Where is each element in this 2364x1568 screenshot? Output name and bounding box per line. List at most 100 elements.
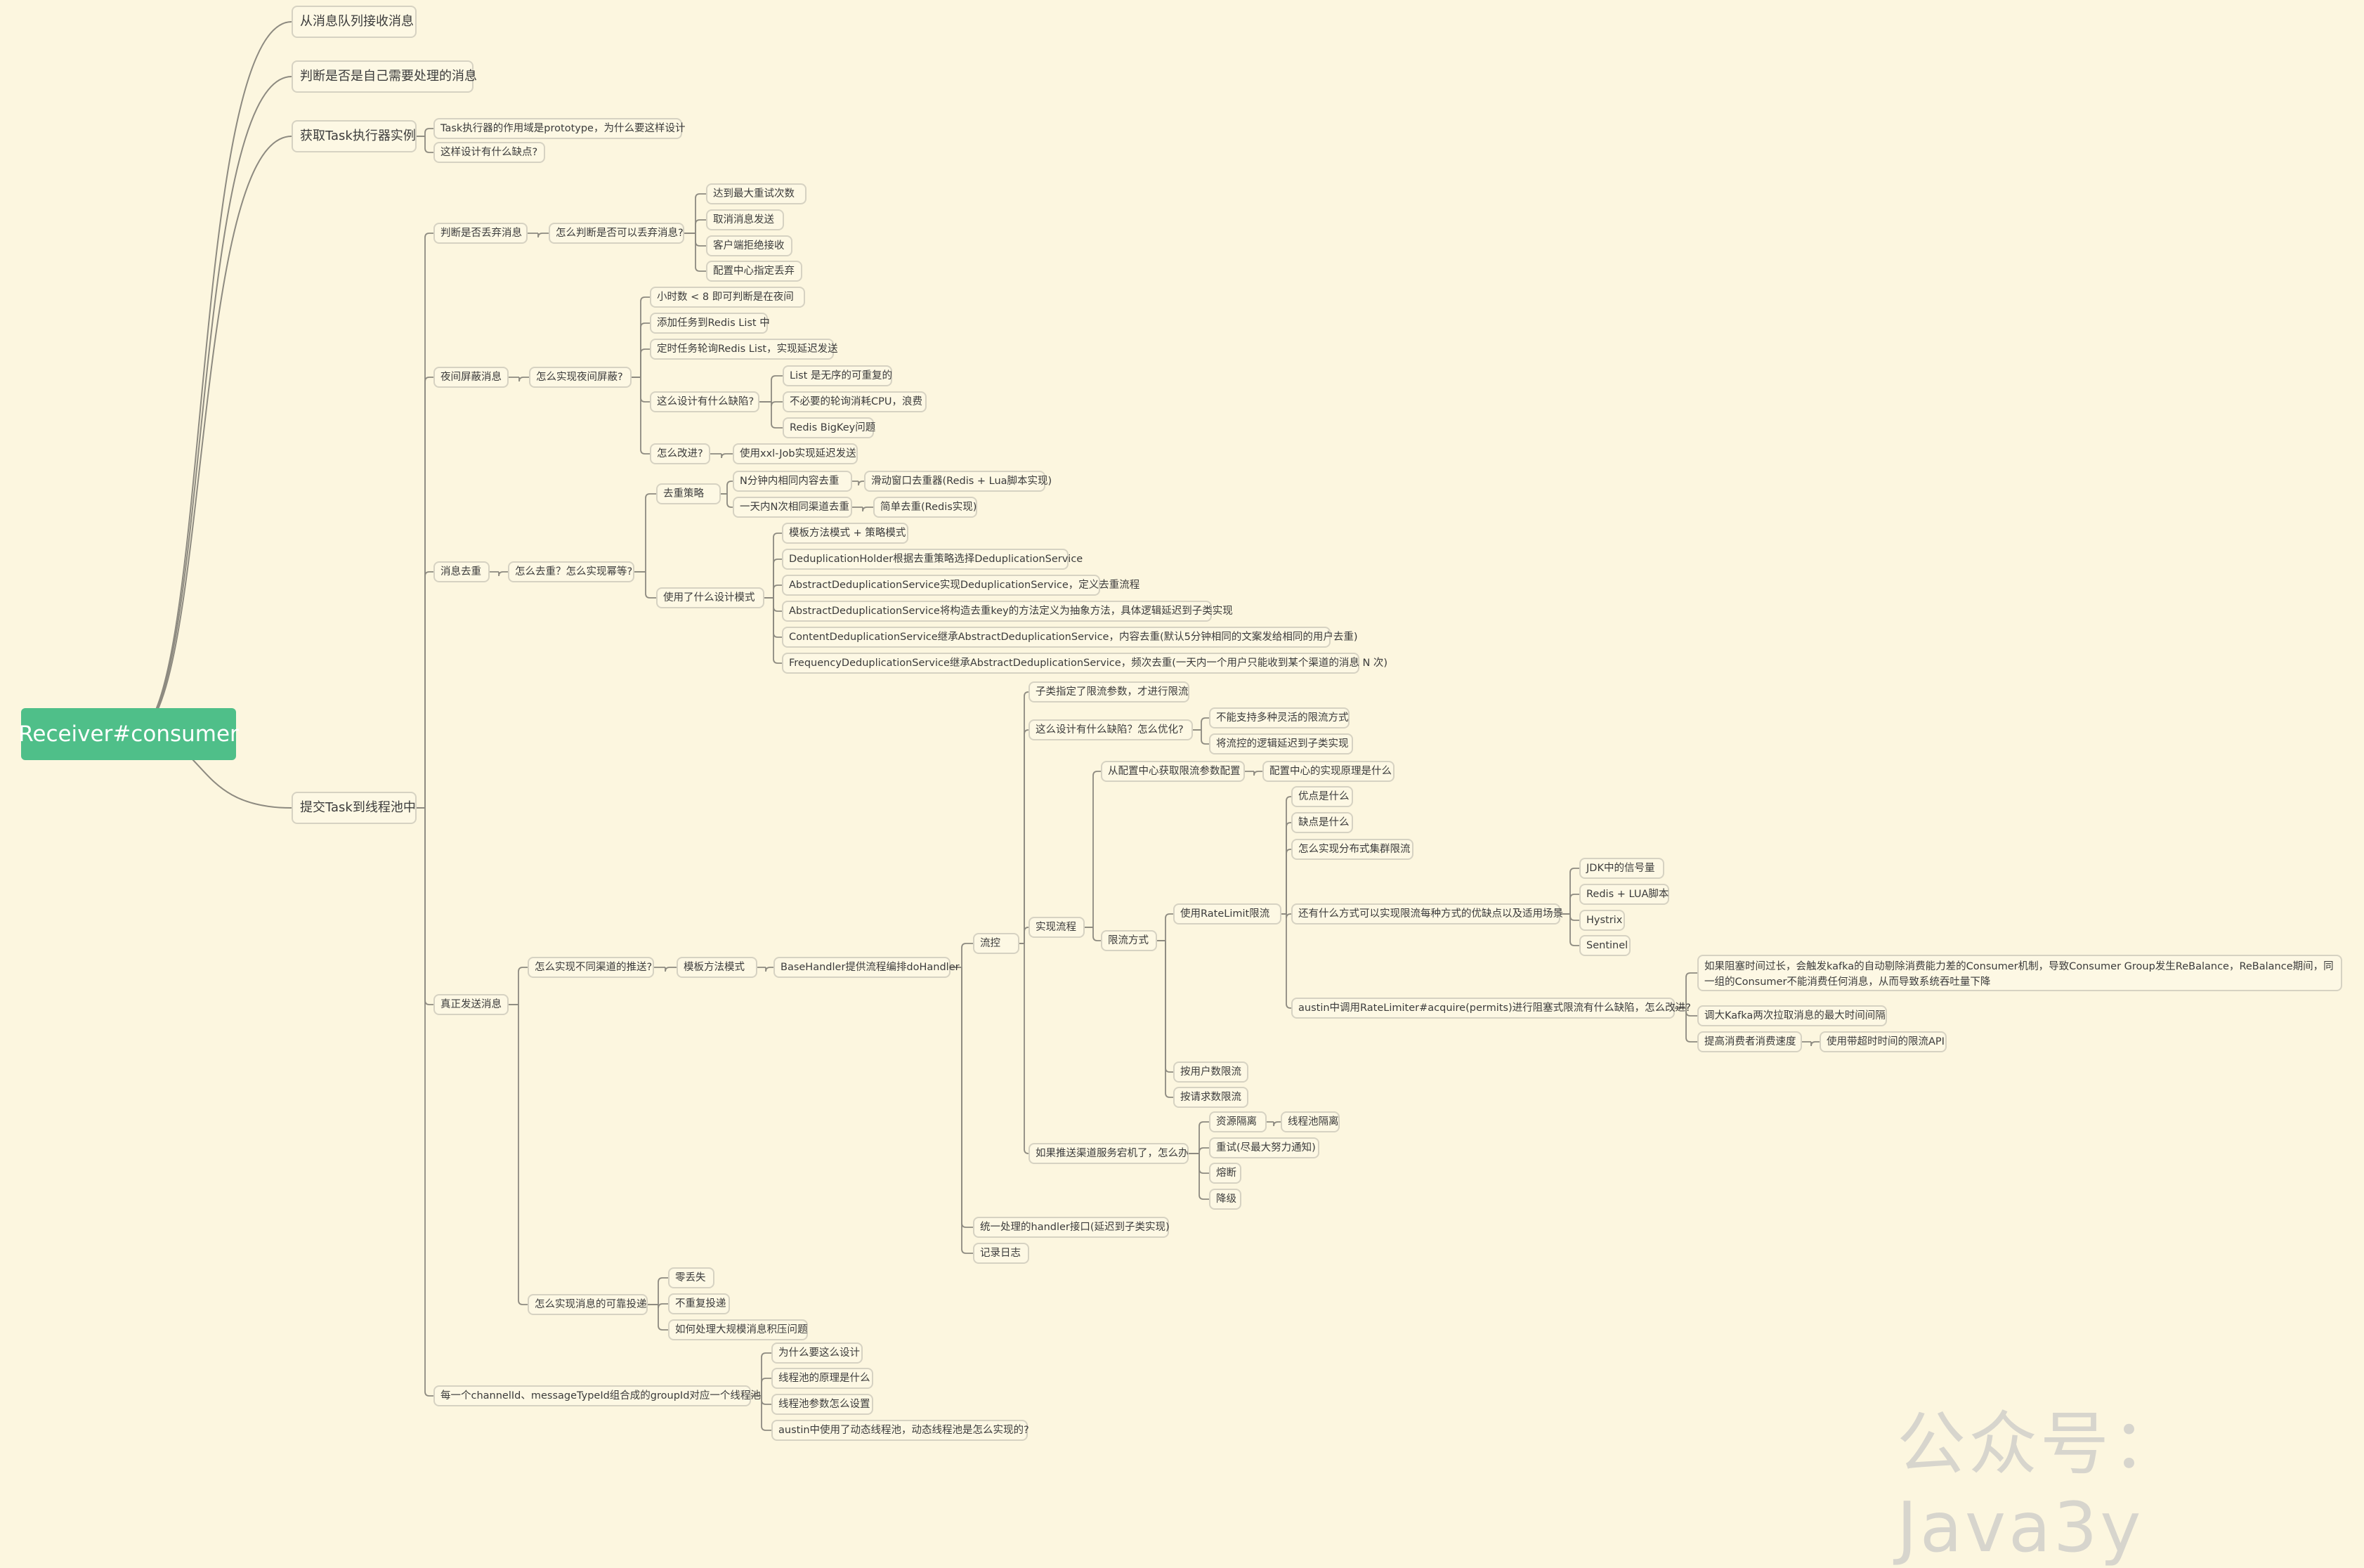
topic-node[interactable]: 如果阻塞时间过长，会触发kafka的自动剔除消费能力差的Consumer机制，导… — [1697, 955, 2342, 991]
topic-node[interactable]: 按用户数限流 — [1173, 1061, 1248, 1083]
topic-node[interactable]: 客户端拒绝接收 — [706, 235, 792, 256]
topic-node[interactable]: 不能支持多种灵活的限流方式 — [1209, 707, 1350, 729]
topic-node[interactable]: 取消消息发送 — [706, 209, 784, 230]
topic-discard-message[interactable]: 判断是否丢弃消息 — [433, 223, 528, 244]
connector-line — [509, 377, 529, 382]
topic-node[interactable]: austin中调用RateLimiter#acquire(permits)进行阻… — [1291, 998, 1691, 1019]
topic-node[interactable]: 实现流程 — [1028, 917, 1085, 938]
topic-node[interactable]: 滑动窗口去重器(Redis + Lua脚本实现) — [864, 471, 1052, 492]
connector-line — [632, 377, 650, 455]
topic-node[interactable]: 熔断 — [1209, 1163, 1241, 1184]
topic-node[interactable]: 将流控的逻辑延迟到子类实现 — [1209, 733, 1353, 754]
connector-line — [648, 1277, 668, 1305]
topic-node[interactable]: 统一处理的handler接口(延迟到子类实现) — [973, 1217, 1170, 1238]
topic-node[interactable]: 子类指定了限流参数，才进行限流 — [1028, 681, 1189, 703]
topic-node[interactable]: austin中使用了动态线程池，动态线程池是怎么实现的? — [771, 1420, 1029, 1441]
topic-node[interactable]: 简单去重(Redis实现) — [873, 497, 977, 518]
topic-node[interactable]: ContentDeduplicationService继承AbstractDed… — [782, 627, 1358, 648]
topic-node[interactable]: 一天内N次相同渠道去重 — [733, 497, 852, 518]
connector-line — [528, 233, 549, 238]
topic-node[interactable]: Sentinel — [1579, 935, 1631, 956]
topic-node[interactable]: BaseHandler提供流程编排doHandler — [773, 957, 960, 978]
topic-node[interactable]: 优点是什么 — [1291, 786, 1353, 807]
connector-line — [1019, 729, 1029, 944]
topic-node[interactable]: 达到最大重试次数 — [706, 183, 806, 204]
topic-node[interactable]: 提高消费者消费速度 — [1697, 1031, 1802, 1052]
topic-groupid-threadpool[interactable]: 每一个channelId、messageTypeId组合成的groupId对应一… — [433, 1385, 761, 1406]
connector-line — [634, 493, 656, 573]
topic-node[interactable]: 这样设计有什么缺点? — [433, 142, 545, 163]
connector-line — [759, 375, 783, 403]
connector-line — [1560, 913, 1579, 946]
connector-line — [634, 571, 656, 599]
topic-node[interactable]: Redis BigKey问题 — [783, 417, 875, 438]
topic-node[interactable]: 按请求数限流 — [1173, 1087, 1248, 1108]
topic-send-message[interactable]: 真正发送消息 — [433, 994, 509, 1015]
topic-node[interactable]: AbstractDeduplicationService实现Deduplicat… — [782, 575, 1139, 596]
topic-node[interactable]: 怎么实现不同渠道的推送? — [528, 957, 654, 978]
topic-node[interactable]: DeduplicationHolder根据去重策略选择Deduplication… — [782, 549, 1083, 570]
topic-node[interactable]: 不必要的轮询消耗CPU，浪费 — [783, 391, 927, 412]
topic-node[interactable]: 使用带超时时间的限流API — [1820, 1031, 1947, 1052]
topic-node[interactable]: 小时数 < 8 即可判断是在夜间 — [650, 287, 805, 308]
topic-node[interactable]: 怎么判断是否可以丢弃消息? — [549, 223, 684, 244]
topic-node[interactable]: 资源隔离 — [1209, 1111, 1267, 1132]
topic-node[interactable]: FrequencyDeduplicationService继承AbstractD… — [782, 653, 1387, 674]
topic-node[interactable]: 从配置中心获取限流参数配置 — [1101, 761, 1245, 782]
topic-night-shield[interactable]: 夜间屏蔽消息 — [433, 367, 509, 388]
topic-node[interactable]: 怎么实现消息的可靠投递 — [528, 1294, 648, 1315]
topic-node[interactable]: 为什么要这么设计 — [771, 1342, 863, 1364]
topic-node[interactable]: 线程池隔离 — [1281, 1111, 1340, 1132]
connector-line — [1019, 943, 1029, 1154]
topic-node[interactable]: 定时任务轮询Redis List，实现延迟发送 — [650, 339, 838, 360]
connector-line — [852, 481, 864, 486]
topic-node[interactable]: Task执行器的作用域是prototype，为什么要这样设计 — [433, 118, 685, 139]
topic-node[interactable]: 使用RateLimit限流 — [1173, 903, 1281, 925]
connector-line — [509, 1004, 528, 1305]
topic-node[interactable]: 使用xxl-Job实现延迟发送 — [733, 443, 858, 464]
topic-get-task-executor[interactable]: 获取Task执行器实例 — [292, 120, 417, 152]
topic-node[interactable]: 怎么去重？怎么实现幂等? — [508, 561, 634, 582]
topic-node[interactable]: 流控 — [973, 933, 1019, 954]
topic-node[interactable]: 降级 — [1209, 1189, 1241, 1210]
topic-node[interactable]: 记录日志 — [973, 1243, 1029, 1264]
topic-node[interactable]: 配置中心指定丢弃 — [706, 261, 802, 282]
topic-submit-task-threadpool[interactable]: 提交Task到线程池中 — [292, 792, 417, 824]
topic-node[interactable]: Hystrix — [1579, 910, 1625, 931]
topic-node[interactable]: 模板方法模式 + 策略模式 — [782, 523, 908, 544]
topic-node[interactable]: 线程池参数怎么设置 — [771, 1394, 873, 1415]
topic-node[interactable]: 去重策略 — [656, 483, 721, 504]
connector-line — [1281, 913, 1291, 1009]
topic-node[interactable]: AbstractDeduplicationService将构造去重key的方法定… — [782, 601, 1233, 622]
topic-node[interactable]: 限流方式 — [1101, 930, 1157, 951]
topic-node[interactable]: 配置中心的实现原理是什么 — [1262, 761, 1395, 782]
topic-node[interactable]: 缺点是什么 — [1291, 812, 1353, 833]
topic-node[interactable]: 怎么实现夜间屏蔽? — [529, 367, 632, 388]
topic-receive-from-queue[interactable]: 从消息队列接收消息 — [292, 6, 417, 38]
topic-node[interactable]: 这么设计有什么缺陷? — [650, 391, 759, 412]
topic-node[interactable]: 怎么实现分布式集群限流 — [1291, 839, 1413, 860]
topic-node[interactable]: Redis + LUA脚本 — [1579, 884, 1669, 905]
connector-line — [417, 128, 433, 137]
topic-node[interactable]: 线程池的原理是什么 — [771, 1368, 873, 1389]
root-node[interactable]: Receiver#consumer — [18, 708, 239, 760]
topic-node[interactable]: 使用了什么设计模式 — [656, 587, 764, 608]
topic-node[interactable]: 不重复投递 — [668, 1293, 730, 1314]
topic-node[interactable]: 添加任务到Redis List 中 — [650, 313, 770, 334]
topic-node[interactable]: 重试(尽最大努力通知) — [1209, 1137, 1319, 1158]
connector-line — [1157, 940, 1173, 1098]
topic-node[interactable]: 这么设计有什么缺陷？怎么优化? — [1028, 719, 1193, 740]
topic-node[interactable]: 模板方法模式 — [677, 957, 757, 978]
topic-node[interactable]: List 是无序的可重复的 — [783, 365, 892, 386]
topic-node[interactable]: 零丢失 — [668, 1267, 714, 1288]
topic-node[interactable]: 还有什么方式可以实现限流每种方式的优缺点以及适用场景 — [1291, 903, 1563, 925]
topic-node[interactable]: 怎么改进? — [650, 443, 710, 464]
topic-check-own-message[interactable]: 判断是否是自己需要处理的消息 — [292, 60, 477, 93]
topic-node[interactable]: 如果推送渠道服务宕机了，怎么办 — [1028, 1143, 1189, 1164]
topic-node[interactable]: N分钟内相同内容去重 — [733, 471, 852, 492]
topic-node[interactable]: JDK中的信号量 — [1579, 858, 1664, 879]
connector-line — [632, 348, 650, 378]
topic-deduplication[interactable]: 消息去重 — [433, 561, 490, 582]
topic-node[interactable]: 如何处理大规模消息积压问题 — [668, 1319, 808, 1340]
topic-node[interactable]: 调大Kafka两次拉取消息的最大时间间隔 — [1697, 1005, 1887, 1026]
